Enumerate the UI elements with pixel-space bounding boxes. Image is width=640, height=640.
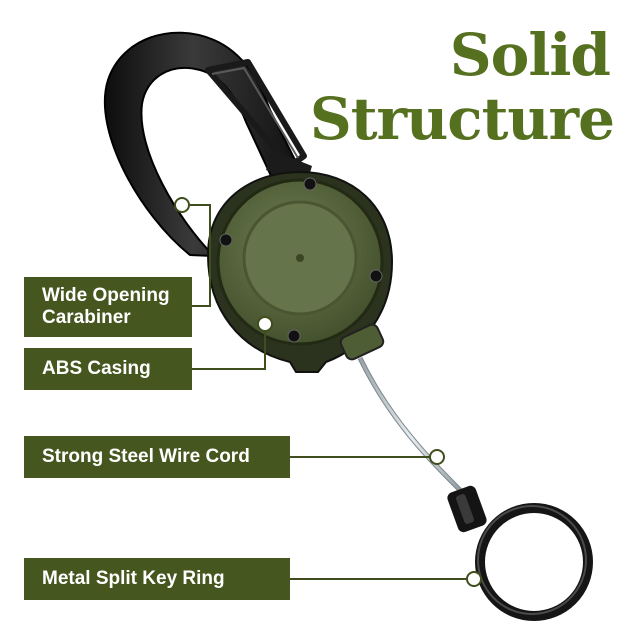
callout-ring: Metal Split Key Ring	[24, 558, 290, 600]
pointer-dot-ring	[466, 571, 482, 587]
headline-line-1: Solid	[449, 21, 611, 89]
callout-carabiner: Wide Opening Carabiner	[24, 277, 192, 337]
pointer-dot-carabiner	[174, 197, 190, 213]
callout-ring-label: Metal Split Key Ring	[42, 568, 225, 590]
callout-wire: Strong Steel Wire Cord	[24, 436, 290, 478]
pointer-dot-casing	[257, 316, 273, 332]
connector-casing	[192, 324, 266, 370]
callout-wire-label: Strong Steel Wire Cord	[42, 446, 250, 468]
connector-carabiner	[186, 204, 211, 307]
callout-carabiner-line-1: Wide Opening	[42, 285, 170, 307]
pointer-dots	[174, 197, 482, 587]
callout-casing-label: ABS Casing	[42, 358, 151, 380]
key-ring-icon	[447, 485, 593, 621]
steel-wire-icon	[357, 356, 464, 494]
headline-line-2: Structure	[309, 85, 615, 153]
connector-lines	[186, 204, 474, 580]
callout-carabiner-line-2: Carabiner	[42, 307, 131, 328]
reel-casing-icon	[206, 170, 394, 373]
pointer-dot-wire	[429, 449, 445, 465]
callout-casing: ABS Casing	[24, 348, 192, 390]
